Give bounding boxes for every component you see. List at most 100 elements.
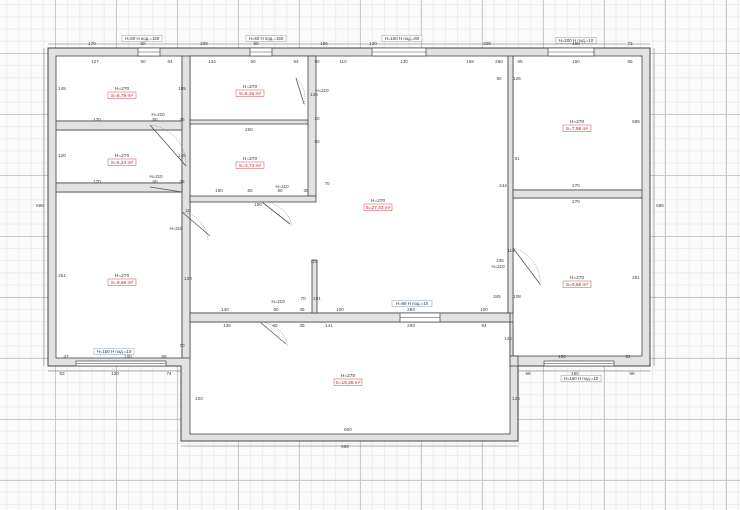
room-height-label: H=270 xyxy=(115,273,130,279)
interior-wall-12 xyxy=(311,259,318,314)
window-label-box xyxy=(555,37,597,44)
room-area-label: S=15,28 m² xyxy=(336,380,361,386)
room-area-box xyxy=(235,161,265,169)
door-label: H=210 xyxy=(169,226,183,231)
dimension-label: 170 xyxy=(93,117,101,122)
dimension-label: 145 xyxy=(178,153,186,158)
dimension-label: 145 xyxy=(310,92,318,97)
dimension-label: 64 xyxy=(293,59,299,64)
dimension-label: 127 xyxy=(91,59,99,64)
door-leaf-3 xyxy=(181,211,211,237)
dimension-label: 159 xyxy=(466,59,474,64)
window-label-box xyxy=(391,300,433,307)
room-area-box xyxy=(562,124,592,132)
dimension-label: 70 xyxy=(179,343,185,348)
dimension-label: 260 xyxy=(495,59,503,64)
dimension-label: 68 xyxy=(161,354,167,359)
dimension-label: 35 xyxy=(299,307,305,312)
interior-wall-6 xyxy=(189,195,317,203)
door-label: H=210 xyxy=(491,264,505,269)
dimension-label: 251 xyxy=(58,273,66,278)
dimension-label: 270 xyxy=(572,183,580,188)
dimension-label: 250 xyxy=(245,127,253,132)
dimension-label: 130 xyxy=(184,276,192,281)
dimension-label: 293 xyxy=(407,323,415,328)
dimension-label: 585 xyxy=(632,119,640,124)
interior-wall-3 xyxy=(55,182,183,193)
dimension-label: 130 xyxy=(369,41,377,46)
dimension-label: 63 xyxy=(59,371,65,376)
window-label: H=200 H под.=10 xyxy=(559,38,594,43)
door-swing-1 xyxy=(149,124,187,167)
dimension-label: 103 xyxy=(195,396,203,401)
room-area-box xyxy=(107,91,137,99)
room-height-label: H=270 xyxy=(570,275,585,281)
window-label: H=150 H под.=10 xyxy=(97,349,132,354)
room-area-box xyxy=(235,89,265,97)
room-height-label: H=270 xyxy=(115,86,130,92)
dimension-label: 145 xyxy=(58,86,66,91)
dimension-label: 145 xyxy=(504,336,512,341)
dimension-label: 141 xyxy=(325,323,333,328)
door-leaf-1 xyxy=(149,124,187,167)
door-leaf-2 xyxy=(149,186,183,193)
dimension-label: 70 xyxy=(324,181,330,186)
dimension-label: 170 xyxy=(93,179,101,184)
dimension-label: 345 xyxy=(496,258,504,263)
dimension-label: 150 xyxy=(572,41,580,46)
dimension-label: 64 xyxy=(167,59,173,64)
room-area-box xyxy=(333,378,363,386)
window-label: H=50 H под.=150 xyxy=(249,36,284,41)
dimension-label: 90 xyxy=(496,76,502,81)
room-9 xyxy=(189,321,511,435)
dimension-label: 251 xyxy=(632,275,640,280)
dimension-label: 35 xyxy=(299,323,305,328)
dimension-label: 130 xyxy=(400,59,408,64)
dimension-label: 686 xyxy=(36,203,44,208)
room-area-box xyxy=(562,280,592,288)
door-leaf-4 xyxy=(295,77,305,105)
dimension-label: 60 xyxy=(247,188,253,193)
dimension-label: 50 xyxy=(140,59,146,64)
dimension-label: 91 xyxy=(514,156,520,161)
dimension-label: 68 xyxy=(629,371,635,376)
dimension-label: 136 xyxy=(512,396,520,401)
dimension-label: 100 xyxy=(336,307,344,312)
dimension-label: 10 xyxy=(185,208,191,213)
dimension-label: 208 xyxy=(200,41,208,46)
dimension-label: 35 xyxy=(179,117,185,122)
room-6 xyxy=(189,55,509,314)
dimension-label: 65 xyxy=(627,59,633,64)
room-area-label: S=27,43 m² xyxy=(366,205,391,211)
interior-wall-2 xyxy=(55,120,183,131)
dimension-label: 70 xyxy=(300,296,306,301)
door-leaf-6 xyxy=(259,321,287,345)
room-area-label: S=3,74 m² xyxy=(239,163,262,169)
dimension-label: 244 xyxy=(499,183,507,188)
dimension-label: 80 xyxy=(277,188,283,193)
door-swing-2 xyxy=(181,211,209,241)
room-area-label: S=5,26 m² xyxy=(239,91,262,97)
dimension-label: 73 xyxy=(627,41,633,46)
window-label: H=150 H под.=60 xyxy=(385,36,420,41)
dimension-label: 115 xyxy=(310,259,318,264)
room-area-box xyxy=(363,203,393,211)
dimension-label: 600 xyxy=(344,427,352,432)
dimension-label: 65 xyxy=(517,59,523,64)
interior-wall-9 xyxy=(189,312,511,323)
dimension-label: 150 xyxy=(558,354,566,359)
dimension-label: 113 xyxy=(507,248,515,253)
window-label: H=150 H под.=10 xyxy=(564,376,599,381)
door-swing-5 xyxy=(259,321,289,347)
dimension-label: 35 xyxy=(303,188,309,193)
dimension-label: 208 xyxy=(483,41,491,46)
room-1 xyxy=(55,55,183,122)
room-area-box xyxy=(107,158,137,166)
interior-wall-8 xyxy=(512,189,643,199)
door-label: H=210 xyxy=(151,112,165,117)
dimension-label: 60 xyxy=(152,179,158,184)
window-label-box xyxy=(560,375,602,382)
dimension-label: 120 xyxy=(58,153,66,158)
dimension-label: 60 xyxy=(272,323,278,328)
